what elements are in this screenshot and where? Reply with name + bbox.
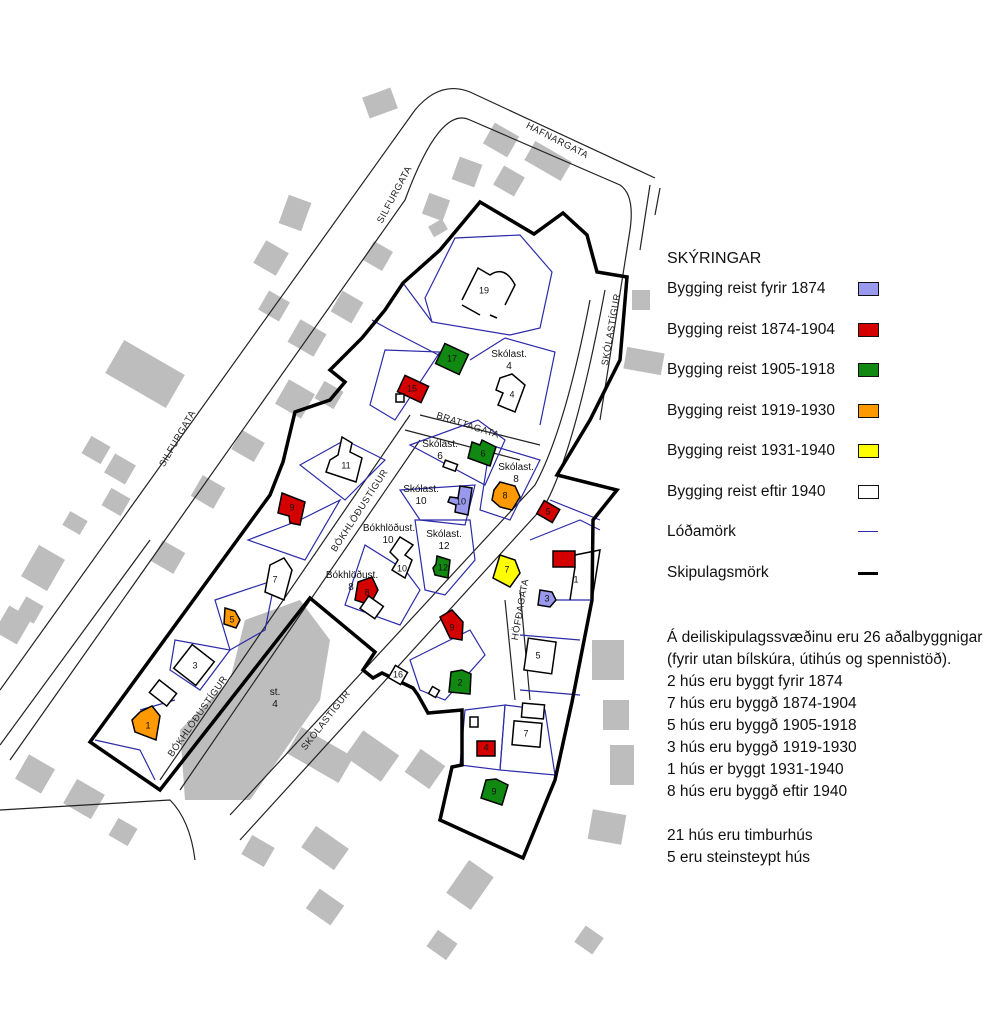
- svg-text:4: 4: [272, 699, 278, 710]
- building-7-white[interactable]: 7: [264, 557, 293, 602]
- svg-text:8: 8: [513, 474, 519, 485]
- svg-text:19: 19: [479, 285, 489, 295]
- svg-text:10: 10: [415, 496, 427, 507]
- svg-text:6: 6: [480, 448, 485, 458]
- svg-text:4: 4: [506, 361, 512, 372]
- svg-text:4: 4: [483, 742, 488, 752]
- road-edges: [0, 88, 661, 861]
- building-9-red-lower[interactable]: 9: [439, 609, 464, 641]
- svg-text:Bókhlöðust.: Bókhlöðust.: [326, 569, 378, 581]
- svg-text:11: 11: [341, 460, 350, 470]
- svg-text:12: 12: [438, 541, 450, 552]
- lot-boundaries: [94, 234, 601, 781]
- plan-line-icon: [858, 571, 878, 575]
- surrounding-buildings: [0, 87, 665, 961]
- buildings: 19 17 15 4 11 6 8 10 5 9 10 12 7 1 3 7 8…: [131, 266, 601, 806]
- building-10-blue[interactable]: 10: [447, 485, 473, 516]
- building-8-red[interactable]: 8: [354, 576, 385, 620]
- swatch-icon: [858, 444, 879, 458]
- legend-item-lot-boundary: Lóðamörk: [667, 519, 997, 560]
- building-4-red[interactable]: 4: [469, 716, 496, 757]
- svg-text:1: 1: [573, 574, 578, 584]
- lot-line-icon: [858, 531, 878, 532]
- svg-text:7: 7: [272, 574, 277, 584]
- building-7-yellow[interactable]: 7: [492, 554, 521, 588]
- legend-item-before-1874: Bygging reist fyrir 1874: [667, 276, 997, 317]
- svg-text:Skólast.: Skólast.: [426, 529, 462, 540]
- street-hofdagata: HÖFÐAGATA: [510, 578, 532, 641]
- svg-text:10: 10: [397, 563, 407, 573]
- building-1-orange[interactable]: 1: [131, 678, 178, 742]
- building-3-white[interactable]: 3: [172, 643, 216, 687]
- svg-text:1: 1: [145, 720, 150, 730]
- swatch-icon: [858, 322, 879, 337]
- svg-text:8: 8: [348, 582, 354, 593]
- planning-boundary: [87, 199, 629, 861]
- svg-text:5: 5: [535, 650, 540, 660]
- lot-labels: Skólast.4 Skólast.6 Skólast.8 Skólast.10…: [270, 349, 534, 710]
- svg-text:Bókhlöðust.: Bókhlöðust.: [363, 522, 415, 534]
- svg-text:12: 12: [438, 562, 448, 572]
- svg-text:Skólast.: Skólast.: [498, 462, 534, 473]
- building-8[interactable]: 8: [491, 481, 521, 511]
- swatch-icon: [858, 282, 879, 296]
- building-5-red[interactable]: 5: [535, 499, 561, 524]
- svg-text:9: 9: [449, 622, 454, 632]
- building-7-white-lower[interactable]: 7: [511, 702, 546, 748]
- svg-text:2: 2: [457, 677, 462, 687]
- building-16[interactable]: 16: [387, 664, 409, 686]
- summary-text: Á deiliskipulagssvæðinu eru 26 aðalbyggn…: [667, 629, 983, 866]
- street-silfurgata-left: SILFURGATA: [157, 408, 198, 468]
- svg-text:9: 9: [289, 502, 294, 512]
- building-19[interactable]: 19: [461, 266, 516, 319]
- svg-text:5: 5: [545, 506, 550, 516]
- building-3-blue[interactable]: 3: [537, 589, 557, 608]
- svg-text:Skólast.: Skólast.: [403, 484, 439, 495]
- legend-item-1874-1904: Bygging reist 1874-1904: [667, 317, 997, 358]
- street-silfurgata-top: SILFURGATA: [375, 164, 414, 225]
- building-17[interactable]: 17: [434, 342, 470, 376]
- street-brattagata: BRATTAGATA: [435, 410, 501, 441]
- swatch-icon: [858, 363, 879, 377]
- svg-text:17: 17: [447, 353, 457, 363]
- building-5-white[interactable]: 5: [523, 637, 557, 675]
- building-6[interactable]: 6: [442, 438, 497, 473]
- swatch-icon: [858, 403, 879, 418]
- building-2[interactable]: 2: [427, 669, 472, 699]
- svg-text:4: 4: [509, 389, 514, 399]
- legend-item-plan-boundary: Skipulagsmörk: [667, 560, 997, 601]
- svg-text:7: 7: [523, 728, 528, 738]
- building-4[interactable]: 4: [495, 373, 526, 413]
- building-11[interactable]: 11: [325, 435, 363, 483]
- svg-text:10: 10: [382, 535, 394, 546]
- svg-text:3: 3: [544, 593, 549, 603]
- building-9-red[interactable]: 9: [277, 491, 306, 526]
- building-9-green[interactable]: 9: [480, 778, 509, 806]
- svg-text:15: 15: [407, 383, 417, 393]
- building-12[interactable]: 12: [432, 555, 451, 579]
- legend-item-1931-1940: Bygging reist 1931-1940: [667, 438, 997, 479]
- building-10-white[interactable]: 10: [389, 535, 415, 580]
- svg-text:Skólast.: Skólast.: [422, 439, 458, 450]
- legend-title: SKÝRINGAR: [667, 250, 762, 267]
- swatch-icon: [858, 484, 879, 499]
- svg-text:16: 16: [393, 669, 403, 679]
- svg-text:Skólast.: Skólast.: [491, 349, 527, 360]
- building-1-red[interactable]: 1: [552, 549, 601, 601]
- svg-text:10: 10: [456, 496, 466, 506]
- legend-item-1905-1918: Bygging reist 1905-1918: [667, 357, 997, 398]
- svg-text:8: 8: [502, 490, 507, 500]
- svg-text:8: 8: [364, 587, 369, 597]
- legend: SKÝRINGAR Bygging reist fyrir 1874 Byggi…: [667, 250, 997, 600]
- svg-text:st.: st.: [270, 687, 281, 698]
- legend-item-after-1940: Bygging reist eftir 1940: [667, 479, 997, 520]
- svg-text:3: 3: [192, 660, 197, 670]
- svg-text:6: 6: [437, 451, 443, 462]
- building-15[interactable]: 15: [395, 374, 430, 404]
- svg-text:5: 5: [229, 614, 234, 624]
- legend-item-1919-1930: Bygging reist 1919-1930: [667, 398, 997, 439]
- building-5-orange[interactable]: 5: [223, 607, 241, 629]
- svg-text:9: 9: [491, 786, 496, 796]
- svg-text:7: 7: [504, 564, 509, 574]
